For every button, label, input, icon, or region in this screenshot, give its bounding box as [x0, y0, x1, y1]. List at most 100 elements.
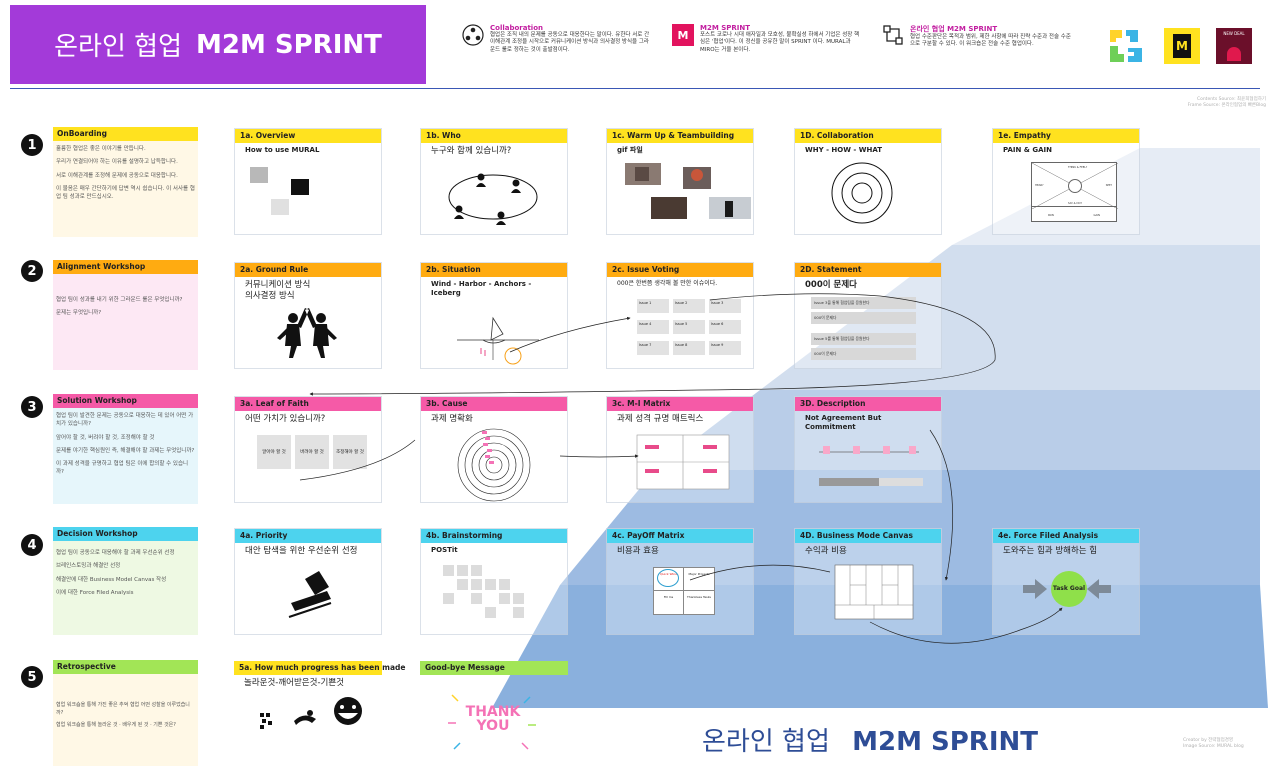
leaf-note[interactable]: 버려야 할 것	[295, 435, 329, 469]
issue-note[interactable]: Issue 8	[673, 341, 705, 355]
gif-thumbnails	[625, 163, 751, 220]
card-1d-collaboration[interactable]: 1D. Collaboration WHY - HOW - WHAT	[794, 128, 942, 235]
card-2b-head: 2b. Situation	[421, 263, 567, 277]
card-4d-head: 4D. Business Mode Canvas	[795, 529, 941, 543]
issue-note[interactable]: Issue 7	[637, 341, 669, 355]
puzzle-logo-icon	[1110, 30, 1142, 62]
alignment-card[interactable]: Alignment Workshop 협업 팀이 성과를 내기 위한 그라운드 …	[53, 260, 198, 370]
newdeal-logo-label: NEW DEAL	[1223, 31, 1245, 36]
card-4c-head: 4c. PayOff Matrix	[607, 529, 753, 543]
card-4d-sub: 수익과 비용	[805, 546, 847, 556]
step-number-2: 2	[21, 260, 43, 282]
card-2d-statement[interactable]: 2D. Statement 000이 문제다 Issue 3을 통해 협업팀을 …	[794, 262, 942, 369]
workflow-icon	[883, 25, 903, 45]
solution-card[interactable]: Solution Workshop 협업 팀이 발견한 문제는 공동으로 대응하…	[53, 394, 198, 504]
card-3a-head: 3a. Leaf of Faith	[235, 397, 381, 411]
bottom-credit: Creator by 전략협업경영 Image Source: MURAL bl…	[1183, 738, 1244, 750]
golden-circle-diagram	[831, 162, 893, 224]
issue-note[interactable]: Issue 5	[673, 320, 705, 334]
step-number-4: 4	[21, 534, 43, 556]
bottom-title-korean: 온라인 협업	[702, 727, 830, 757]
card-2b-situation[interactable]: 2b. Situation Wind - Harbor - Anchors - …	[420, 262, 568, 369]
bottom-title: 온라인 협업 M2M SPRINT	[702, 721, 1038, 758]
collaboration-note: Collaboration 협업은 조직 내의 문제를 공동으로 대응한다는 말…	[462, 24, 652, 54]
card-4b-head: 4b. Brainstorming	[421, 529, 567, 543]
card-4a-priority[interactable]: 4a. Priority 대안 탐색을 위한 우선순위 선정	[234, 528, 382, 635]
m2m-note: M M2M SPRINT 포스트 코로나 시대 애자일과 모호성, 불확실성 하…	[672, 24, 862, 54]
card-3b-cause[interactable]: 3b. Cause 과제 명확화	[420, 396, 568, 503]
card-3c-head: 3c. M-I Matrix	[607, 397, 753, 411]
retrospective-card[interactable]: Retrospective 협업 워크숍을 통해 가진 좋은 추억 협업 어떤 …	[53, 660, 198, 766]
card-3b-sub: 과제 명확화	[431, 414, 473, 424]
quick-win-highlight	[657, 569, 679, 587]
solution-title: Solution Workshop	[53, 394, 198, 408]
card-4a-sub: 대안 탐색을 위한 우선순위 선정	[245, 546, 358, 556]
card-2d-head: 2D. Statement	[795, 263, 941, 277]
m-logo-icon: M	[1164, 28, 1200, 64]
card-3d-sub: Not Agreement But Commitment	[805, 414, 882, 432]
card-1a-overview[interactable]: 1a. Overview How to use MURAL	[234, 128, 382, 235]
online-note: 온라인 협업 M2M SPRINT 협업 수준판단은 목적과 범위, 제한 사항…	[882, 24, 1072, 49]
step-number-3: 3	[21, 396, 43, 418]
card-5a-progress[interactable]: 5a. How much progress has been made 놀라운것…	[234, 661, 405, 769]
alignment-title: Alignment Workshop	[53, 260, 198, 274]
mi-matrix-diagram	[636, 434, 730, 490]
card-1d-sub: WHY - HOW - WHAT	[805, 146, 882, 154]
issue-note[interactable]: Issue 9	[709, 341, 741, 355]
card-3c-mi-matrix[interactable]: 3c. M-I Matrix 과제 성격 규명 매트릭스	[606, 396, 754, 503]
card-1e-head: 1e. Empathy	[993, 129, 1139, 143]
card-1c-warmup[interactable]: 1c. Warm Up & Teambuilding gif 파일	[606, 128, 754, 235]
card-4c-payoff-matrix[interactable]: 4c. PayOff Matrix 비용과 효용 Quick Wins Majo…	[606, 528, 754, 635]
card-2c-issue-voting[interactable]: 2c. Issue Voting 000은 한번쯤 생각해 볼 만한 이슈이다.…	[606, 262, 754, 369]
thank-you-sticker	[448, 694, 536, 750]
sailboat-diagram	[457, 316, 539, 365]
issue-note[interactable]: Issue 4	[637, 320, 669, 334]
card-3c-sub: 과제 성격 규명 매트릭스	[617, 414, 704, 424]
card-4e-sub: 도와주는 힘과 방해하는 힘	[1003, 546, 1098, 556]
decision-card[interactable]: Decision Workshop 협업 팀이 공동으로 대응해야 할 과제 우…	[53, 527, 198, 635]
onboarding-title: OnBoarding	[53, 127, 198, 141]
issue-note[interactable]: Issue 1	[637, 299, 669, 313]
statement-list: Issue 3을 통해 협업팀을 응원한다 000이 문제다 Issue 5를 …	[811, 297, 916, 360]
card-1b-head: 1b. Who	[421, 129, 567, 143]
card-3a-leaf-of-faith[interactable]: 3a. Leaf of Faith 어떤 가치가 있습니까? 알아야 할 것 버…	[234, 396, 382, 503]
step-number-5: 5	[21, 666, 43, 688]
step-number-1: 1	[21, 134, 43, 156]
card-2c-sub: 000은 한번쯤 생각해 볼 만한 이슈이다.	[617, 280, 718, 287]
card-4d-business-model-canvas[interactable]: 4D. Business Mode Canvas 수익과 비용	[794, 528, 942, 635]
card-4a-head: 4a. Priority	[235, 529, 381, 543]
onboarding-card[interactable]: OnBoarding 훌륭한 협업은 좋은 이야기를 만듭니다. 우리가 연결되…	[53, 127, 198, 237]
card-2a-head: 2a. Ground Rule	[235, 263, 381, 277]
issue-note[interactable]: Issue 3	[709, 299, 741, 313]
card-2b-sub: Wind - Harbor - Anchors - Iceberg	[431, 280, 532, 298]
leaf-note[interactable]: 알아야 할 것	[257, 435, 291, 469]
card-3d-description[interactable]: 3D. Description Not Agreement But Commit…	[794, 396, 942, 503]
high-five-icon	[277, 308, 337, 359]
online-title: 온라인 협업 M2M SPRINT	[910, 25, 998, 33]
card-1c-head: 1c. Warm Up & Teambuilding	[607, 129, 753, 143]
decision-title: Decision Workshop	[53, 527, 198, 541]
issue-note[interactable]: Issue 2	[673, 299, 705, 313]
card-4e-force-field[interactable]: 4e. Force Filed Analysis 도와주는 힘과 방해하는 힘 …	[992, 528, 1140, 635]
thank-you-text: THANK YOU	[465, 704, 521, 734]
reflection-icons	[260, 697, 362, 730]
collaboration-title: Collaboration	[490, 24, 544, 32]
top-credit: Contents Source: 최윤희협업하기 Frame Source: 온…	[1187, 97, 1266, 109]
card-1b-who[interactable]: 1b. Who 누구와 함께 있습니까?	[420, 128, 568, 235]
title-english: M2M SPRINT	[196, 29, 382, 60]
card-1d-head: 1D. Collaboration	[795, 129, 941, 143]
who-people-circle	[448, 173, 538, 226]
issue-note[interactable]: Issue 6	[709, 320, 741, 334]
card-4b-brainstorming[interactable]: 4b. Brainstorming POSTit	[420, 528, 568, 635]
leaf-note[interactable]: 조정해야 할 것	[333, 435, 367, 469]
card-5a-sub: 놀라운것-깨어받은것-기쁜것	[244, 678, 344, 688]
card-5a-head: 5a. How much progress has been made	[234, 661, 405, 675]
card-5b-head: Good-bye Message	[420, 661, 568, 675]
issue-grid: Issue 1 Issue 2 Issue 3 Issue 4 Issue 5 …	[637, 299, 747, 355]
newdeal-logo-icon: NEW DEAL	[1216, 28, 1252, 64]
card-1e-empathy[interactable]: 1e. Empathy PAIN & GAIN THINK & FEEL? HE…	[992, 128, 1140, 235]
postit-cluster	[443, 565, 524, 619]
card-2a-ground-rule[interactable]: 2a. Ground Rule 커뮤니케이션 방식 의사결정 방식	[234, 262, 382, 369]
card-5b-goodbye[interactable]: Good-bye Message THANK YOU	[420, 661, 568, 769]
retrospective-title: Retrospective	[53, 660, 198, 674]
